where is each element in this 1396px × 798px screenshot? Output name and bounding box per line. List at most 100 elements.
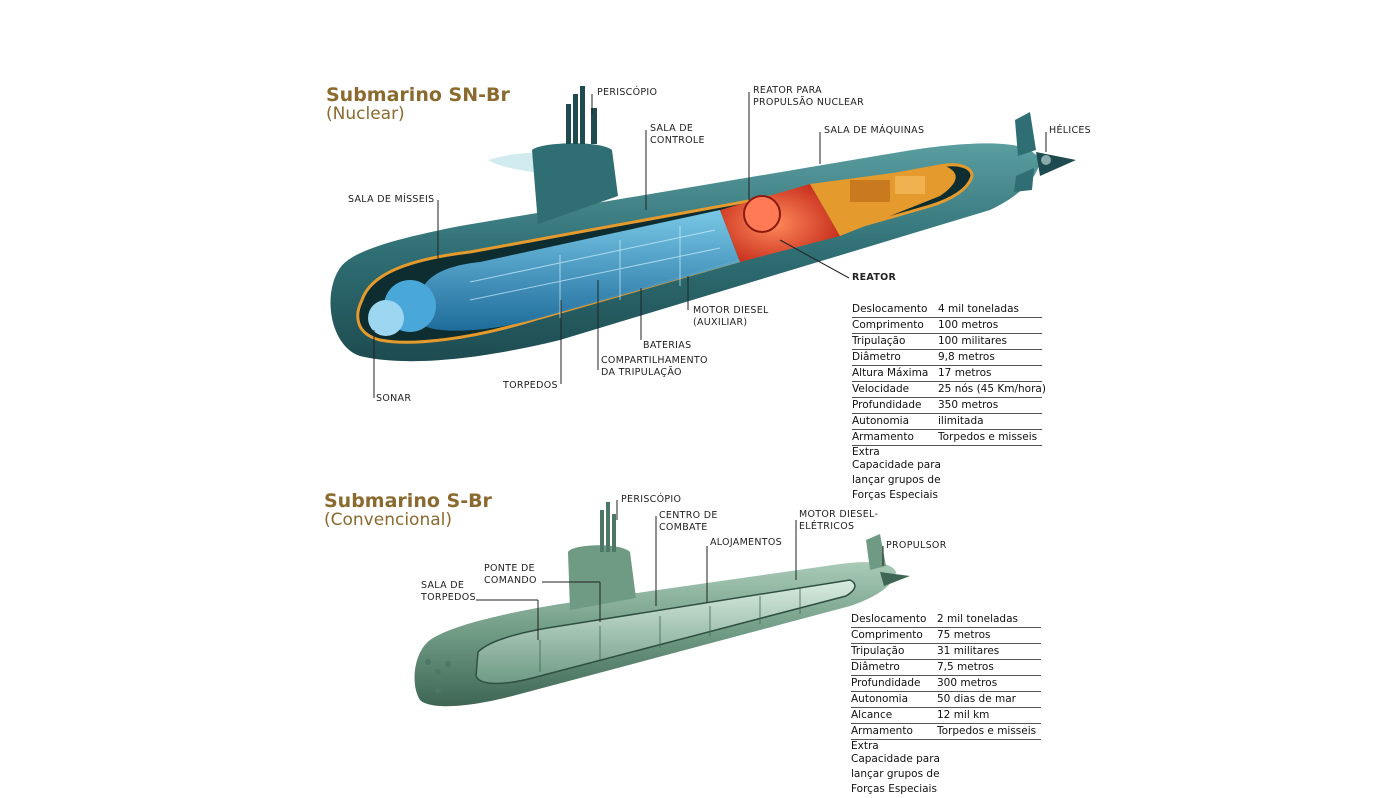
label-centro-combate-line2: COMBATE [659,522,708,533]
spec-value: 9,8 metros [938,351,995,363]
spec-key: Comprimento [852,319,924,331]
spec-row: Deslocamento 2 mil toneladas [851,612,1041,628]
spec-value: 350 metros [938,399,999,411]
label-compartilhamento-line2: DA TRIPULAÇÃO [601,367,682,378]
spec-row: Diâmetro 7,5 metros [851,660,1041,676]
label-reator-propulsao: REATOR PARA PROPULSÃO NUCLEAR [753,85,864,109]
label-motor-diesel-eletricos-line1: MOTOR DIESEL- [799,509,879,520]
spec-key: Extra [851,740,879,752]
spec-key: Extra [852,446,880,458]
conventional-title-sub: (Convencional) [324,509,452,530]
nuclear-title-sub: (Nuclear) [326,103,405,124]
label-periscopio-conv: PERISCÓPIO [621,494,682,505]
spec-row: Tripulação 100 militares [852,334,1042,350]
conventional-spec-table: Deslocamento 2 mil toneladas Comprimento 7… [851,612,1041,797]
label-periscopio: PERISCÓPIO [597,87,658,98]
label-centro-combate-line1: CENTRO DE [659,510,718,521]
spec-value: ilimitada [938,415,984,427]
spec-value: 50 dias de mar [937,693,1016,705]
spec-row: Autonomia 50 dias de mar [851,692,1041,708]
label-reator-propulsao-line2: PROPULSÃO NUCLEAR [753,97,865,108]
label-baterias: BATERIAS [643,340,692,351]
label-motor-diesel: MOTOR DIESEL (AUXILIAR) [693,305,769,329]
label-sala-controle-line2: CONTROLE [650,135,705,146]
label-sala-maquinas: SALA DE MÁQUINAS [824,125,925,136]
spec-key: Deslocamento [851,613,927,625]
spec-key: Diâmetro [851,661,900,673]
spec-row: Comprimento 100 metros [852,318,1042,334]
label-motor-diesel-line2: (AUXILIAR) [693,317,748,328]
spec-value: 31 militares [937,645,1000,657]
label-motor-diesel-eletricos: MOTOR DIESEL- ELÉTRICOS [799,509,878,533]
spec-key: Armamento [852,431,914,443]
spec-value: Torpedos e misseis [937,725,1037,737]
spec-key: Profundidade [852,399,922,411]
nuclear-leader-lines [373,92,1047,398]
spec-row: ExtraCapacidade para lançar grupos de Fo… [851,740,1041,797]
label-ponte-comando-line2: COMANDO [484,575,537,586]
spec-value: 4 mil toneladas [938,303,1019,315]
spec-key: Autonomia [851,693,909,705]
label-sala-controle-line1: SALA DE [650,123,694,134]
spec-key: Diâmetro [852,351,901,363]
spec-value: Capacidade para lançar grupos de Forças … [852,459,941,501]
spec-value: 100 militares [938,335,1007,347]
spec-key: Alcance [851,709,893,721]
spec-value: Capacidade para lançar grupos de Forças … [851,753,940,795]
label-centro-combate: CENTRO DE COMBATE [659,510,718,534]
label-sonar: SONAR [376,393,412,404]
nuclear-submarine [330,86,1076,362]
spec-key: Profundidade [851,677,921,689]
label-alojamentos: ALOJAMENTOS [710,537,782,548]
spec-value: 25 nós (45 Km/hora) [938,383,1046,395]
spec-key: Deslocamento [852,303,928,315]
spec-row: ExtraCapacidade para lançar grupos de Fo… [852,446,1042,503]
spec-value: 2 mil toneladas [937,613,1018,625]
spec-row: Alcance 12 mil km [851,708,1041,724]
spec-key: Comprimento [851,629,923,641]
spec-key: Tripulação [852,335,906,347]
spec-value: 7,5 metros [937,661,994,673]
conventional-submarine [414,502,910,707]
label-torpedos: TORPEDOS [503,380,558,391]
nuclear-title: Submarino SN-Br (Nuclear) [326,84,510,124]
spec-row: Profundidade 300 metros [851,676,1041,692]
nuclear-spec-table: Deslocamento 4 mil toneladas Comprimento 1… [852,302,1046,503]
label-sala-torpedos-line2: TORPEDOS [421,592,476,603]
spec-value: 17 metros [938,367,992,379]
spec-value: 300 metros [937,677,998,689]
label-propulsor: PROPULSOR [886,540,947,551]
label-sala-torpedos-line1: SALA DE [421,580,465,591]
spec-key: Tripulação [851,645,905,657]
label-compartilhamento: COMPARTILHAMENTO DA TRIPULAÇÃO [601,355,708,379]
spec-value: 75 metros [937,629,991,641]
conventional-leader-lines [476,500,884,640]
label-reator-propulsao-line1: REATOR PARA [753,85,822,96]
spec-row: Diâmetro 9,8 metros [852,350,1042,366]
label-ponte-comando-line1: PONTE DE [484,563,535,574]
label-sala-controle: SALA DE CONTROLE [650,123,705,147]
label-compartilhamento-line1: COMPARTILHAMENTO [601,355,708,366]
spec-row: Tripulação 31 militares [851,644,1041,660]
spec-row: Armamento Torpedos e misseis [851,724,1041,740]
nuclear-title-main: Submarino SN-Br [326,84,510,106]
label-motor-diesel-line1: MOTOR DIESEL [693,305,769,316]
label-helices: HÉLICES [1049,125,1092,136]
label-reator: REATOR [852,272,897,283]
label-motor-diesel-eletricos-line2: ELÉTRICOS [799,521,855,532]
spec-key: Armamento [851,725,913,737]
spec-row: Deslocamento 4 mil toneladas [852,302,1042,318]
spec-value: 100 metros [938,319,999,331]
conventional-title-main: Submarino S-Br [324,490,492,512]
spec-row: Autonomia ilimitada [852,414,1042,430]
spec-row: Profundidade 350 metros [852,398,1042,414]
spec-key: Autonomia [852,415,910,427]
label-sala-torpedos: SALA DE TORPEDOS [421,580,476,604]
label-ponte-comando: PONTE DE COMANDO [484,563,537,587]
spec-row: Comprimento 75 metros [851,628,1041,644]
spec-value: 12 mil km [937,709,990,721]
